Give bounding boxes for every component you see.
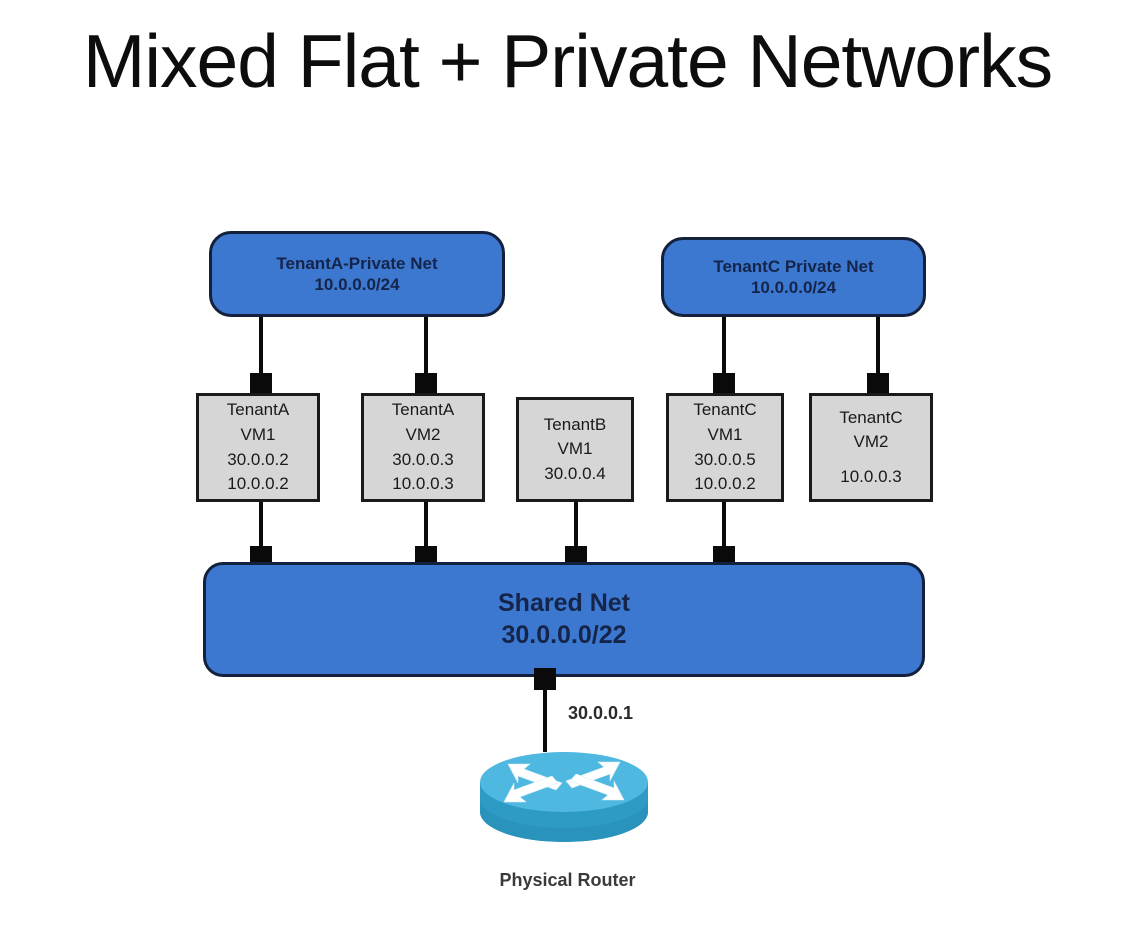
vm-box-tenant-b-vm1[interactable]: TenantB VM1 30.0.0.4	[516, 397, 634, 502]
vm-box-tenant-c-vm2[interactable]: TenantC VM2 10.0.0.3	[809, 393, 933, 502]
vm-tenant-label: TenantA	[226, 400, 290, 420]
vm-tenant-label: TenantB	[543, 414, 607, 434]
vm-ip-secondary: 10.0.0.2	[227, 474, 289, 494]
vm-ip-secondary: 10.0.0.2	[694, 474, 756, 494]
network-name: Shared Net	[498, 589, 630, 618]
vm-ip-secondary: 10.0.0.3	[392, 474, 454, 494]
link-tenant-a-net-to-vm2	[424, 317, 428, 385]
nic-tenant-a-vm2-private	[415, 373, 437, 395]
nic-tenant-a-vm1-private	[250, 373, 272, 395]
vm-ip-primary: 30.0.0.4	[544, 463, 606, 483]
link-tenant-a-vm2-to-shared	[424, 502, 428, 554]
link-tenant-c-net-to-vm2	[876, 317, 880, 385]
link-tenant-a-vm1-to-shared	[259, 502, 263, 554]
router-icon[interactable]	[478, 738, 650, 848]
gateway-ip-label: 30.0.0.1	[568, 703, 634, 723]
nic-tenant-c-vm2-private	[867, 373, 889, 395]
vm-box-tenant-c-vm1[interactable]: TenantC VM1 30.0.0.5 10.0.0.2	[666, 393, 784, 502]
vm-name-label: VM2	[853, 432, 889, 452]
vm-tenant-label: TenantA	[391, 400, 455, 420]
link-tenant-c-vm1-to-shared	[722, 502, 726, 554]
vm-ip-primary: 10.0.0.3	[840, 466, 902, 486]
vm-box-tenant-a-vm1[interactable]: TenantA VM1 30.0.0.2 10.0.0.2	[196, 393, 320, 502]
vm-tenant-label: TenantC	[693, 400, 757, 420]
vm-box-tenant-a-vm2[interactable]: TenantA VM2 30.0.0.3 10.0.0.3	[361, 393, 485, 502]
vm-ip-primary: 30.0.0.5	[694, 449, 756, 469]
link-tenant-a-net-to-vm1	[259, 317, 263, 385]
link-tenant-b-vm1-to-shared	[574, 502, 578, 554]
network-cidr: 10.0.0.0/24	[750, 278, 837, 297]
network-box-tenant-a-private[interactable]: TenantA-Private Net 10.0.0.0/24	[209, 231, 505, 317]
page-title: Mixed Flat + Private Networks	[82, 19, 1053, 103]
network-cidr: 30.0.0.0/22	[501, 620, 627, 649]
vm-tenant-label: TenantC	[839, 407, 903, 427]
network-box-shared[interactable]: Shared Net 30.0.0.0/22	[203, 562, 925, 677]
network-cidr: 10.0.0.0/24	[314, 275, 400, 294]
network-name: TenantA-Private Net	[276, 253, 438, 273]
link-shared-to-router	[543, 690, 547, 752]
vm-ip-primary: 30.0.0.3	[392, 449, 454, 469]
network-name: TenantC Private Net	[713, 256, 874, 276]
vm-name-label: VM2	[405, 424, 441, 444]
router-caption: Physical Router	[499, 870, 636, 890]
network-box-tenant-c-private[interactable]: TenantC Private Net 10.0.0.0/24	[661, 237, 926, 317]
nic-tenant-c-vm1-private	[713, 373, 735, 395]
link-tenant-c-net-to-vm1	[722, 317, 726, 385]
nic-shared-gateway	[534, 668, 556, 690]
vm-name-label: VM1	[557, 439, 593, 459]
vm-name-label: VM1	[707, 424, 743, 444]
vm-ip-primary: 30.0.0.2	[227, 449, 289, 469]
vm-name-label: VM1	[240, 424, 276, 444]
